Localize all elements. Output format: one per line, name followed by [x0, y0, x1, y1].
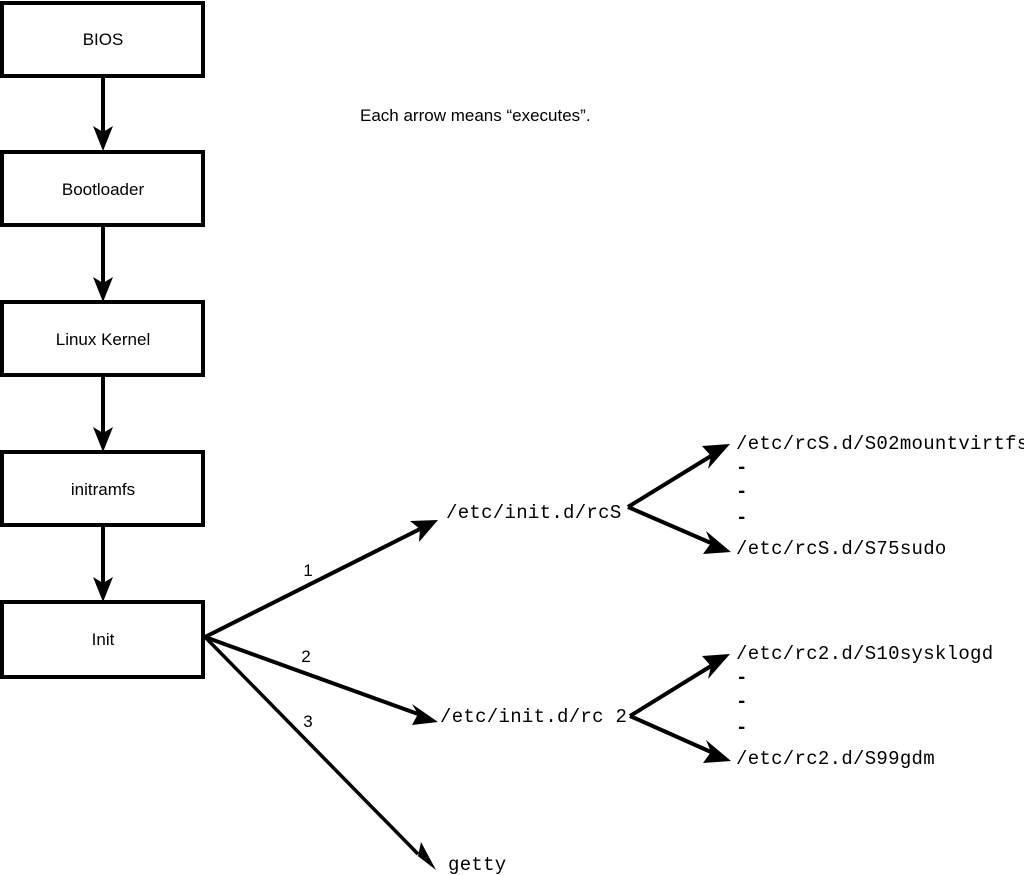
node-initramfs-rect [0, 450, 205, 527]
branch-1-init-to-rcs: 1 [204, 520, 438, 639]
rcs-to-last-script-shaft [627, 505, 712, 545]
diagram-note: Each arrow means “executes”. [360, 106, 591, 125]
node-bios-label: BIOS [83, 30, 124, 49]
branch-3-shaft [203, 635, 420, 856]
rcs-ellipsis-dash-3: - [736, 507, 747, 529]
node-linux-kernel-rect [0, 300, 205, 377]
node-linux-kernel-label: Linux Kernel [56, 330, 151, 349]
vertical-connectors [93, 76, 113, 602]
node-bootloader[interactable]: Bootloader [0, 150, 205, 227]
rc2-to-last-script-head [703, 740, 731, 763]
node-bios-rect [0, 1, 205, 78]
arrow-initramfs-to-init-head [93, 577, 113, 602]
node-bootloader-rect [0, 150, 205, 227]
arrow-kernel-to-initramfs-head [93, 427, 113, 452]
rcs-script-branches [626, 444, 731, 554]
node-linux-kernel[interactable]: Linux Kernel [0, 300, 205, 377]
label-rcs-first-script: /etc/rcS.d/S02mountvirtfs [736, 433, 1024, 455]
rcs-to-first-script-shaft [626, 454, 713, 509]
branch-3-number: 3 [303, 712, 312, 731]
branch-2-arrow-head [412, 704, 438, 725]
node-init-rect [0, 600, 205, 679]
node-initramfs[interactable]: initramfs [0, 450, 205, 527]
rc2-to-first-script-shaft [628, 664, 713, 718]
label-etc-init-d-rcs: /etc/init.d/rcS [446, 502, 622, 524]
rc2-to-last-script-shaft [629, 714, 712, 754]
node-initramfs-label: initramfs [71, 480, 135, 499]
label-rc2-first-script: /etc/rc2.d/S10sysklogd [736, 643, 993, 665]
label-rc2-last-script: /etc/rc2.d/S99gdm [736, 748, 935, 770]
branch-1-shaft [204, 527, 421, 639]
rcs-to-last-script-head [703, 531, 731, 554]
rcs-ellipsis-dash-1: - [736, 457, 747, 479]
branch-1-arrow-head [410, 520, 438, 542]
rcs-ellipsis-dash-2: - [736, 481, 747, 503]
node-init[interactable]: Init [0, 600, 205, 679]
branch-1-number: 1 [303, 561, 312, 580]
rc2-ellipsis-dash-3: - [736, 717, 747, 739]
branch-2-init-to-rc2: 2 [204, 635, 438, 725]
label-etc-init-d-rc2: /etc/init.d/rc 2 [440, 706, 627, 728]
rc2-to-first-script-head [702, 654, 730, 679]
branch-3-init-to-getty: 3 [203, 635, 436, 870]
branch-2-shaft [204, 635, 419, 716]
rc2-ellipsis-dash-2: - [736, 691, 747, 713]
arrow-bootloader-to-kernel-head [93, 277, 113, 302]
rc2-ellipsis-dash-1: - [736, 667, 747, 689]
rc2-script-branches [628, 654, 731, 763]
arrow-bios-to-bootloader-head [93, 126, 113, 151]
rcs-to-first-script-head [702, 444, 730, 469]
branch-3-arrow-head [410, 842, 436, 870]
node-init-label: Init [92, 630, 115, 649]
node-bios[interactable]: BIOS [0, 1, 205, 78]
label-rcs-last-script: /etc/rcS.d/S75sudo [736, 538, 947, 560]
branch-2-number: 2 [301, 647, 310, 666]
node-bootloader-label: Bootloader [62, 180, 145, 199]
label-getty: getty [448, 854, 507, 875]
